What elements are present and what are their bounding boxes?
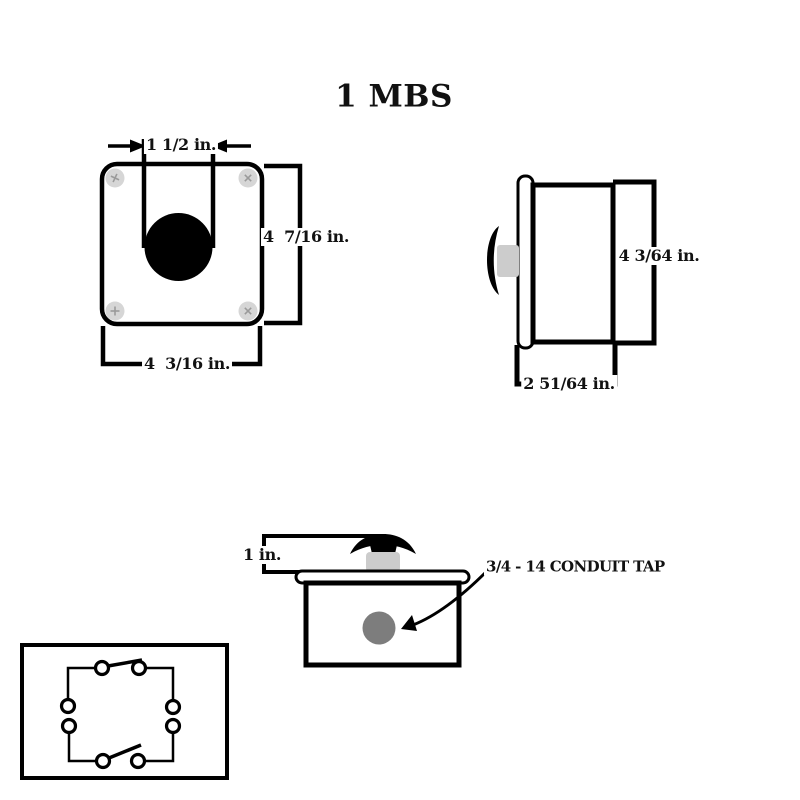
screw-icon [105,168,125,188]
front-view [99,139,303,367]
screw-icon [105,301,125,321]
dim-arrow-icon [211,139,251,153]
wire [66,666,96,700]
pushbutton-front [144,213,213,281]
callout-arrow-icon [401,569,489,631]
screw-icon [238,168,258,188]
mushroom-cap [350,534,416,554]
button-stem [497,245,519,277]
contact-blade [108,743,142,760]
wire [67,732,97,763]
conduit-tap-label: 3/4 - 14 CONDUIT TAP [484,557,667,576]
drawing-title: 1 MBS [335,78,453,115]
terminal-icon [164,717,182,735]
switch-body [530,182,616,345]
terminals [59,659,182,770]
wire [145,666,175,701]
mushroom-cap-side [487,226,499,295]
terminal-icon [93,659,111,677]
terminal-icon [164,698,182,716]
dim-arrow-icon [108,139,146,153]
conduit-tap-hole [362,611,396,645]
terminal-icon [129,752,147,770]
dim-label-front-width: 4 3/16 in. [142,354,232,373]
dim-label-front-height: 4 7/16 in. [261,227,351,246]
schematic-border [20,643,229,780]
terminal-icon [60,717,78,735]
terminal-icon [94,752,112,770]
dim-label-button-width: 1 1/2 in. [143,135,219,154]
screw-icon [238,301,258,321]
terminal-icon [130,659,148,677]
dim-label-button-height: 1 in. [241,545,283,564]
side-view [487,174,657,387]
box-view [262,534,489,668]
terminal-icon [59,697,77,715]
wire [144,732,175,763]
dim-label-side-height: 4 3/64 in. [616,246,702,265]
circuit-schematic [20,643,229,780]
button-stem [366,552,400,572]
dim-label-side-depth: 2 51/64 in. [521,374,617,393]
